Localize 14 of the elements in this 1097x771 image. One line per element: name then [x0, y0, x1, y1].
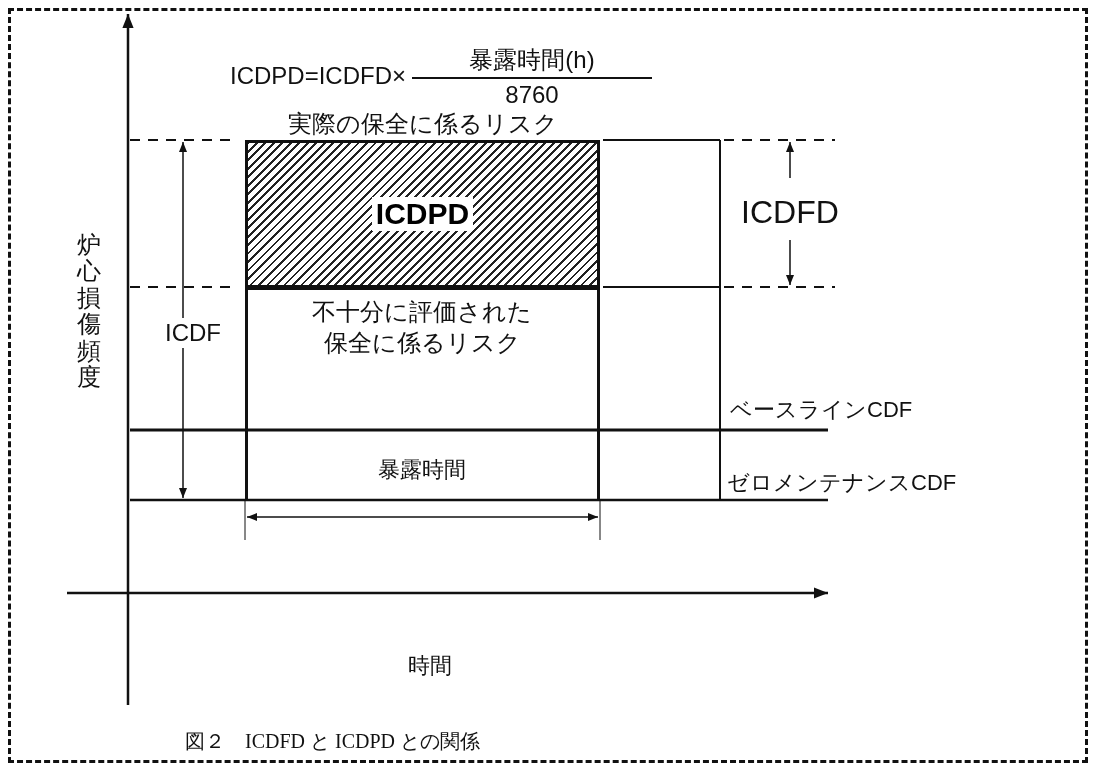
caption: 図２ ICDFD と ICDPD との関係 — [185, 729, 481, 754]
annotation-text: 実際の保全に係るリスク — [287, 110, 558, 137]
dimension-label: ICDFD — [741, 195, 839, 231]
level-label: ゼロメンテナンスCDF — [727, 471, 957, 496]
formula-text: ICDPD=ICDFD× — [230, 63, 407, 90]
axis-label: 時間 — [408, 654, 452, 679]
formula-denominator: 8760 — [505, 82, 559, 109]
box-label: ICDPD — [371, 197, 474, 231]
level-label: ベースラインCDF — [730, 398, 913, 423]
dimension-label: ICDF — [165, 318, 221, 349]
axis-label: 炉心損傷頻度 — [77, 232, 101, 391]
formula-numerator: 暴露時間(h) — [469, 47, 595, 74]
dimension-label: 暴露時間 — [378, 458, 466, 483]
region-label: 不十分に評価された保全に係るリスク — [311, 297, 533, 359]
